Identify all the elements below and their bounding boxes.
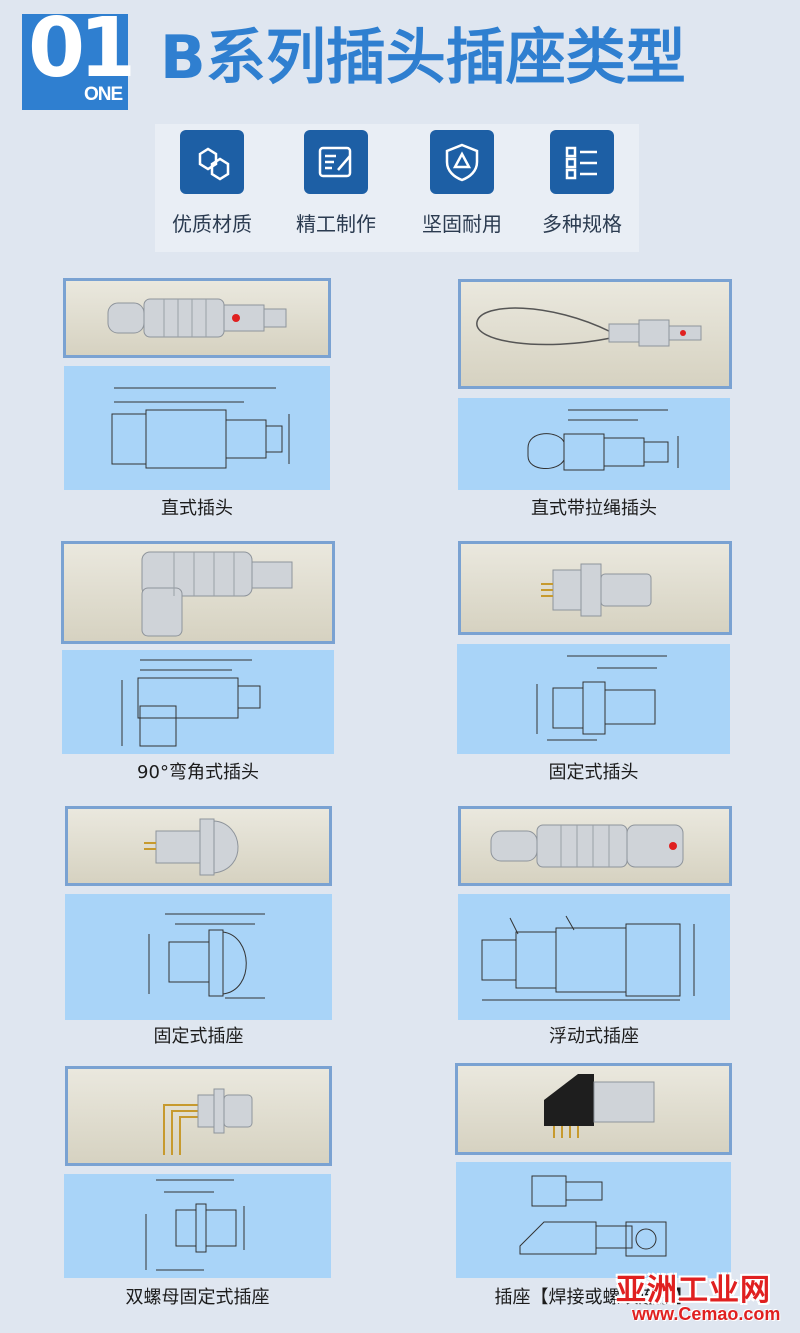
feature-label: 精工制作 [296, 212, 376, 236]
product-photo [458, 806, 732, 886]
section-number-badge: 01 ONE [22, 8, 136, 110]
feature-label: 多种规格 [542, 212, 622, 236]
watermark-url: www.Cemao.com [632, 1304, 781, 1324]
product-caption: 浮动式插座 [549, 1026, 639, 1047]
badge-number: 01 [28, 1, 136, 96]
product-photo [65, 806, 332, 886]
watermark-title: 亚洲工业网 [616, 1273, 771, 1308]
product-photo [458, 541, 732, 635]
product-caption: 插座【焊接或螺纹连接】 [494, 1287, 693, 1308]
product-caption: 直式带拉绳插头 [531, 498, 657, 519]
technical-drawing [64, 1174, 331, 1278]
technical-drawing [62, 650, 334, 754]
page-title: B系列插头插座类型 [160, 23, 686, 93]
checklist-icon [550, 130, 614, 194]
product-caption: 双螺母固定式插座 [125, 1287, 270, 1308]
product-photo [458, 279, 732, 389]
product-photo [63, 278, 331, 358]
feature-strip: 优质材质 精工制作 坚固耐用 多种规格 [155, 124, 639, 252]
product-photo [65, 1066, 332, 1166]
edit-document-icon [304, 130, 368, 194]
technical-drawing [456, 1162, 731, 1278]
product-caption: 直式插头 [161, 498, 233, 519]
product-photo [455, 1063, 732, 1155]
feature-item: 多种规格 [527, 130, 637, 237]
product-photo [61, 541, 335, 644]
technical-drawing [458, 398, 730, 490]
technical-drawing [458, 894, 730, 1020]
feature-label: 坚固耐用 [422, 212, 502, 236]
feature-item: 优质材质 [157, 130, 267, 237]
technical-drawing [65, 894, 332, 1020]
feature-item: 精工制作 [281, 130, 391, 237]
feature-label: 优质材质 [172, 212, 252, 236]
molecule-icon [180, 130, 244, 194]
product-caption: 固定式插座 [153, 1026, 244, 1047]
badge-subtext: ONE [84, 84, 123, 105]
product-caption: 90°弯角式插头 [137, 762, 259, 783]
feature-item: 坚固耐用 [407, 130, 517, 237]
technical-drawing [64, 366, 330, 490]
product-caption: 固定式插头 [548, 762, 639, 783]
technical-drawing [457, 644, 730, 754]
shield-icon [430, 130, 494, 194]
